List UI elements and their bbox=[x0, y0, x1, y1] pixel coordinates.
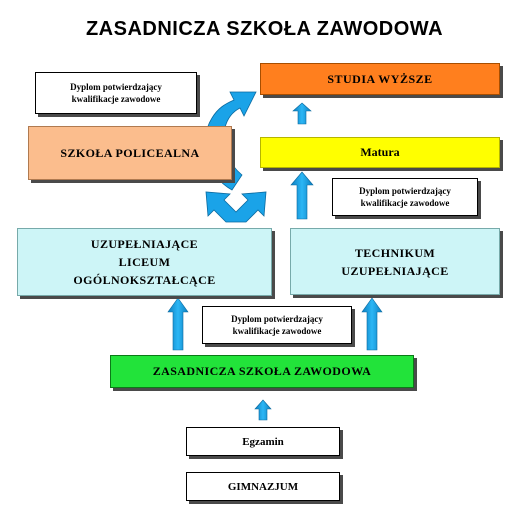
box-technikum-uzupelniajace: TECHNIKUM UZUPEŁNIAJĄCE bbox=[290, 228, 500, 295]
arrow-zsz-to-liceum bbox=[167, 297, 189, 351]
box-egzamin: Egzamin bbox=[186, 427, 340, 456]
note-dyplom-policealna: Dyplom potwierdzający kwalifikacje zawod… bbox=[35, 72, 197, 114]
box-szkola-policealna: SZKOŁA POLICEALNA bbox=[28, 126, 232, 180]
arrow-egzamin-to-zsz bbox=[254, 399, 272, 421]
arrow-technikum-to-matura bbox=[290, 171, 314, 220]
arrow-zsz-to-technikum bbox=[361, 297, 383, 351]
box-liceum-uzupelniajace: UZUPEŁNIAJĄCE LICEUM OGÓLNOKSZTAŁCĄCE bbox=[17, 228, 272, 296]
note-dyplom-technikum: Dyplom potwierdzający kwalifikacje zawod… bbox=[332, 178, 478, 216]
split-arrow-liceum-up bbox=[205, 191, 267, 223]
technikum-line-2: UZUPEŁNIAJĄCE bbox=[341, 263, 449, 278]
note-dyplom-zsz: Dyplom potwierdzający kwalifikacje zawod… bbox=[202, 306, 352, 344]
note3-line-2: kwalifikacje zawodowe bbox=[232, 326, 322, 336]
note1-line-2: kwalifikacje zawodowe bbox=[71, 94, 161, 104]
liceum-line-2: LICEUM bbox=[118, 255, 171, 269]
note2-line-2: kwalifikacje zawodowe bbox=[360, 198, 450, 208]
note1-line-1: Dyplom potwierdzający bbox=[70, 82, 162, 92]
box-matura: Matura bbox=[260, 137, 500, 168]
note2-line-1: Dyplom potwierdzający bbox=[359, 186, 451, 196]
arrow-matura-to-studia bbox=[292, 102, 312, 125]
box-zasadnicza-szkola-zawodowa: ZASADNICZA SZKOŁA ZAWODOWA bbox=[110, 355, 414, 388]
liceum-line-3: OGÓLNOKSZTAŁCĄCE bbox=[73, 273, 216, 287]
box-studia-wyzsze: STUDIA WYŻSZE bbox=[260, 63, 500, 95]
note3-line-1: Dyplom potwierdzający bbox=[231, 314, 323, 324]
box-gimnazjum: GIMNAZJUM bbox=[186, 472, 340, 501]
liceum-line-1: UZUPEŁNIAJĄCE bbox=[90, 237, 199, 251]
diagram-title: ZASADNICZA SZKOŁA ZAWODOWA bbox=[85, 18, 444, 40]
technikum-line-1: TECHNIKUM bbox=[354, 245, 436, 260]
